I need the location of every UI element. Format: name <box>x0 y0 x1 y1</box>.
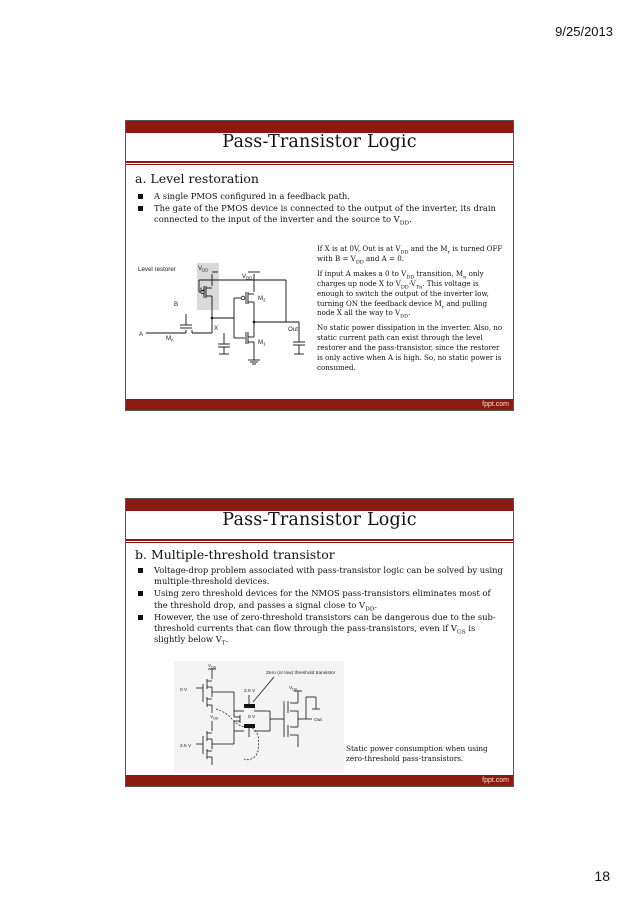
label-level-restorer: Level restorer <box>138 266 176 273</box>
label-input-2p5v: 2.5 V <box>180 743 192 749</box>
bullet-item: The gate of the PMOS device is connected… <box>137 203 505 227</box>
bullet-item: A single PMOS configured in a feedback p… <box>137 191 505 202</box>
title-rule <box>126 161 513 163</box>
label-vdd: VDD​ <box>198 265 208 273</box>
section-heading: b. Multiple-threshold transistor <box>135 547 335 562</box>
label-m2: M2​ <box>258 295 266 303</box>
restorer-highlight <box>197 263 219 310</box>
note-paragraph: If input A makes a 0 to VDD transition, … <box>317 268 489 320</box>
label-m1: M1​ <box>258 339 266 347</box>
label-vdd-mid: VDD​ <box>210 714 219 721</box>
label-input-0v: 0 V <box>180 687 188 693</box>
label-zero-threshold: Zero (or low) threshold transistor <box>266 670 336 676</box>
slide-multiple-threshold: Pass-Transistor Logic b. Multiple-thresh… <box>125 498 514 787</box>
label-vdd-right: VDD​ <box>289 685 298 692</box>
slide-bottom-bar: fppt.com <box>126 399 513 410</box>
label-vdd-top: VDD​ <box>208 663 217 670</box>
footer-brand: fppt.com <box>482 401 509 408</box>
label-0v-mid: 0 V <box>248 714 256 720</box>
bullet-list: Voltage-drop problem associated with pas… <box>137 565 505 647</box>
label-2p5v-top: 2.5 V <box>244 688 256 694</box>
label-b: B <box>174 301 178 308</box>
explanation-notes: If X is at 0V, Out is at VDD and the Mr … <box>317 244 505 378</box>
section-heading: a. Level restoration <box>135 171 259 186</box>
footer-brand: fppt.com <box>482 777 509 784</box>
slide-title: Pass-Transistor Logic <box>222 132 417 152</box>
slide-top-bar <box>126 499 513 511</box>
zero-threshold-circuit: VDD​ VDD​ VDD​ Zero (or low) threshold t… <box>180 663 336 765</box>
label-mr: Mr​ <box>200 287 207 295</box>
figure-caption: Static power consumption when using zero… <box>346 744 488 763</box>
circuit-figure-panel <box>174 661 344 773</box>
label-out: Out <box>314 717 322 723</box>
bullet-item: However, the use of zero-threshold trans… <box>137 612 505 647</box>
page-number: 18 <box>594 868 610 884</box>
label-vdd-2: VDD​ <box>242 273 252 281</box>
title-rule-thin <box>126 164 513 165</box>
label-mn: Mn​ <box>166 335 174 343</box>
bullet-item: Using zero threshold devices for the NMO… <box>137 588 505 612</box>
label-a: A <box>139 331 144 338</box>
slide-bottom-bar: fppt.com <box>126 775 513 786</box>
page-date: 9/25/2013 <box>555 24 613 39</box>
level-restorer-circuit: Level restorer VDD​ VDD​ Mr​ M2​ M1​ Mn​… <box>138 263 305 365</box>
bullet-item: Voltage-drop problem associated with pas… <box>137 565 505 587</box>
label-x: X <box>214 325 218 332</box>
slide-top-bar <box>126 121 513 133</box>
note-paragraph: If X is at 0V, Out is at VDD and the Mr … <box>317 244 503 266</box>
title-rule <box>126 539 513 541</box>
title-rule-thin <box>126 542 513 543</box>
note-paragraph: No static power dissipation in the inver… <box>317 323 503 372</box>
slide-level-restoration: Pass-Transistor Logic a. Level restorati… <box>125 120 514 411</box>
label-out: Out <box>288 326 298 333</box>
slide-title: Pass-Transistor Logic <box>222 510 417 530</box>
bullet-list: A single PMOS configured in a feedback p… <box>137 191 505 227</box>
